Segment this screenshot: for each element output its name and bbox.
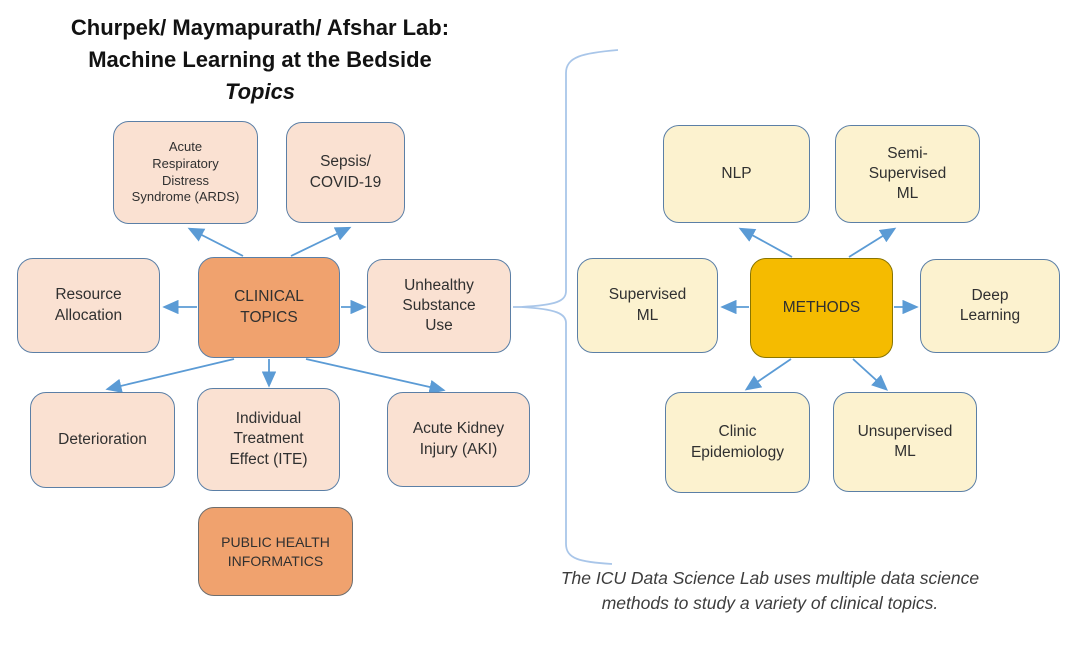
- node-resource-allocation: Resource Allocation: [17, 258, 160, 353]
- node-clinic-epidemiology: Clinic Epidemiology: [665, 392, 810, 493]
- node-methods-label: METHODS: [782, 298, 861, 316]
- caption-text: The ICU Data Science Lab uses multiple d…: [560, 568, 980, 613]
- node-nlp: NLP: [663, 125, 810, 223]
- node-unhealthy-substance-use-label: Unhealthy Substance Use: [402, 276, 476, 335]
- arrow-clinical-to-aki: [305, 358, 446, 395]
- title-line-3: Topics: [224, 79, 296, 104]
- node-supervised-ml-label: Supervised ML: [608, 286, 687, 324]
- node-unhealthy-substance-use: Unhealthy Substance Use: [367, 259, 511, 353]
- arrow-methods-to-clinicepi: [744, 358, 792, 391]
- node-nlp-label: NLP: [721, 164, 752, 182]
- node-methods-center: METHODS: [750, 258, 893, 358]
- node-resource-allocation-label: Resource Allocation: [54, 286, 123, 324]
- node-sepsis-covid19: Sepsis/ COVID-19: [286, 122, 405, 223]
- node-acute-kidney-injury-label: Acute Kidney Injury (AKI): [412, 420, 505, 458]
- node-clinical-topics-label: CLINICAL TOPICS: [234, 288, 304, 326]
- node-ards-label: Acute Respiratory Distress Syndrome (ARD…: [131, 138, 240, 205]
- node-unsupervised-ml: Unsupervised ML: [833, 392, 977, 492]
- arrow-methods-to-unsupervised: [852, 358, 888, 391]
- title-line-2: Machine Learning at the Bedside: [88, 47, 432, 72]
- node-clinic-epidemiology-label: Clinic Epidemiology: [690, 423, 785, 461]
- slide-title: Churpek/ Maymapurath/ Afshar Lab: Machin…: [30, 12, 490, 108]
- arrow-clinical-to-sepsis: [290, 226, 352, 257]
- node-semi-supervised-ml: Semi- Supervised ML: [835, 125, 980, 223]
- node-deterioration-label: Deterioration: [58, 430, 147, 448]
- node-individual-treatment-effect-label: Individual Treatment Effect (ITE): [229, 410, 308, 468]
- node-public-health-informatics-label: PUBLIC HEALTH INFORMATICS: [221, 534, 330, 569]
- node-sepsis-covid19-label: Sepsis/ COVID-19: [309, 153, 382, 191]
- node-deterioration: Deterioration: [30, 392, 175, 488]
- arrow-clinical-to-ards: [187, 227, 244, 257]
- node-ards: Acute Respiratory Distress Syndrome (ARD…: [113, 121, 258, 224]
- node-semi-supervised-ml-label: Semi- Supervised ML: [868, 144, 947, 203]
- node-deep-learning: Deep Learning: [920, 259, 1060, 353]
- node-acute-kidney-injury: Acute Kidney Injury (AKI): [387, 392, 530, 487]
- arrow-methods-to-semisupervised: [848, 227, 897, 258]
- node-clinical-topics-center: CLINICAL TOPICS: [198, 257, 340, 358]
- node-public-health-informatics: PUBLIC HEALTH INFORMATICS: [198, 507, 353, 596]
- arrow-clinical-to-deterioration: [105, 358, 235, 393]
- title-line-1: Churpek/ Maymapurath/ Afshar Lab:: [70, 15, 450, 40]
- arrow-methods-to-nlp: [738, 227, 793, 258]
- node-individual-treatment-effect: Individual Treatment Effect (ITE): [197, 388, 340, 491]
- node-supervised-ml: Supervised ML: [577, 258, 718, 353]
- node-unsupervised-ml-label: Unsupervised ML: [857, 422, 953, 460]
- node-deep-learning-label: Deep Learning: [959, 286, 1021, 324]
